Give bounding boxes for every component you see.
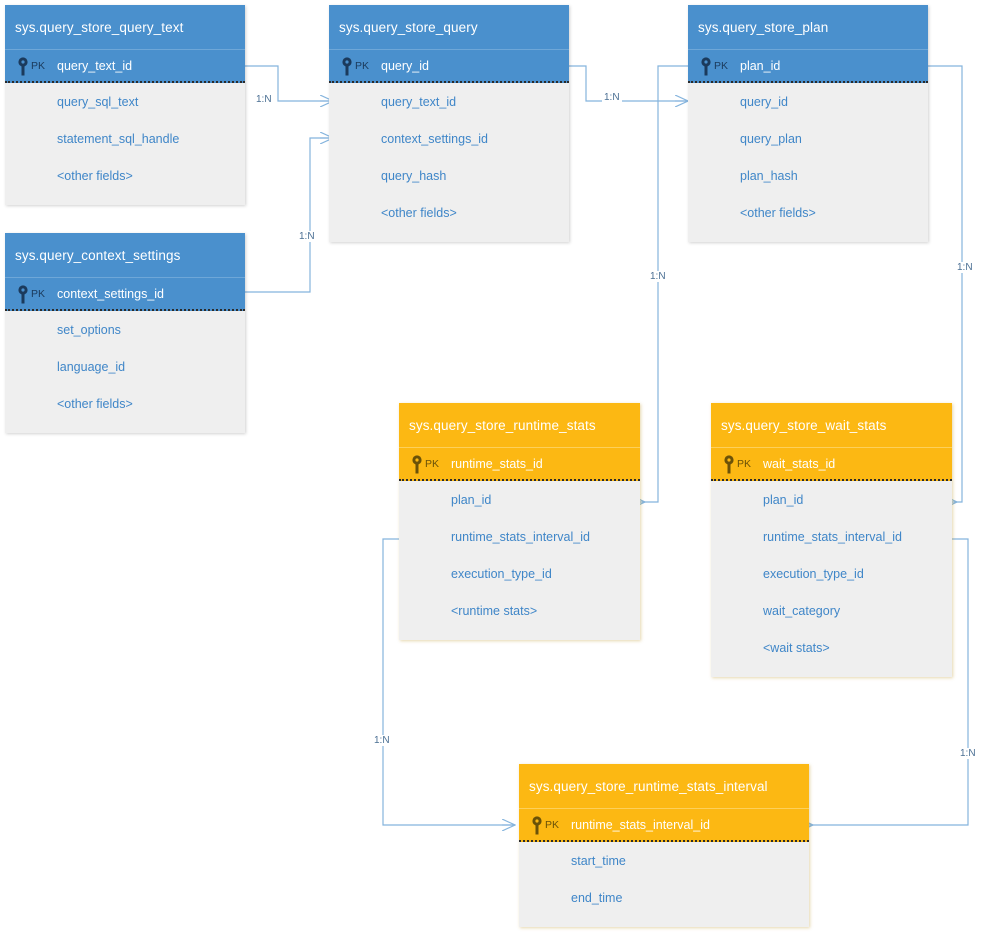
field-row: start_time: [571, 854, 626, 868]
relationship-label-plan-to-wait-stats: 1:N: [955, 262, 975, 273]
entity-title: sys.query_store_plan: [688, 5, 928, 50]
field-row: <other fields>: [57, 397, 133, 411]
relationship-label-settings-to-query: 1:N: [297, 231, 317, 242]
key-icon: [18, 285, 28, 304]
field-row: query_id: [740, 95, 788, 109]
field-row: execution_type_id: [763, 567, 864, 581]
primary-key-row[interactable]: PK runtime_stats_interval_id: [519, 809, 809, 842]
entity-title: sys.query_store_runtime_stats_interval: [519, 764, 809, 809]
pk-badge: PK: [545, 819, 560, 831]
field-row: language_id: [57, 360, 126, 374]
entity-title: sys.query_store_query: [329, 5, 569, 50]
entity-fields: plan_id runtime_stats_interval_id execut…: [711, 481, 952, 677]
key-icon: [342, 57, 352, 76]
entity-title: sys.query_store_runtime_stats: [399, 403, 640, 448]
entity-title: sys.query_store_query_text: [5, 5, 245, 50]
connector-query-to-plan: [569, 65, 688, 101]
pk-badge: PK: [714, 60, 729, 72]
entity-fields: start_time end_time: [519, 842, 809, 927]
pk-field-name: query_id: [381, 59, 429, 73]
pk-badge: PK: [31, 288, 46, 300]
entity-query-store-runtime-stats[interactable]: sys.query_store_runtime_stats PK runtime…: [399, 403, 640, 640]
field-row: query_text_id: [381, 95, 457, 109]
key-icon: [724, 455, 734, 474]
relationship-label-interval-to-wait-stats: 1:N: [958, 748, 978, 759]
primary-key-row[interactable]: PK plan_id: [688, 50, 928, 83]
entity-query-context-settings[interactable]: sys.query_context_settings PK context_se…: [5, 233, 245, 433]
field-row: wait_category: [763, 604, 841, 618]
pk-badge: PK: [31, 60, 46, 72]
field-row: query_hash: [381, 169, 447, 183]
pk-field-name: query_text_id: [57, 59, 133, 73]
pk-badge: PK: [425, 458, 440, 470]
primary-key-row[interactable]: PK query_id: [329, 50, 569, 83]
connector-settings-to-query: [245, 138, 333, 293]
entity-fields: query_id query_plan plan_hash <other fie…: [688, 83, 928, 242]
entity-query-store-runtime-stats-interval[interactable]: sys.query_store_runtime_stats_interval P…: [519, 764, 809, 927]
primary-key-row[interactable]: PK runtime_stats_id: [399, 448, 640, 481]
key-icon: [18, 57, 28, 76]
field-row: <runtime stats>: [451, 604, 538, 618]
primary-key-row[interactable]: PK wait_stats_id: [711, 448, 952, 481]
entity-query-store-wait-stats[interactable]: sys.query_store_wait_stats PK wait_stats…: [711, 403, 952, 677]
entity-fields: query_text_id context_settings_id query_…: [329, 83, 569, 242]
field-row: plan_id: [763, 493, 804, 507]
entity-query-store-query[interactable]: sys.query_store_query PK query_id query_…: [329, 5, 569, 242]
pk-field-name: context_settings_id: [57, 287, 165, 301]
entity-title: sys.query_context_settings: [5, 233, 245, 278]
field-row: <other fields>: [740, 206, 816, 220]
field-row: execution_type_id: [451, 567, 552, 581]
relationship-label-plan-to-runtime-stats: 1:N: [648, 271, 668, 282]
pk-field-name: wait_stats_id: [763, 457, 836, 471]
relationship-label-query-to-plan: 1:N: [602, 92, 622, 103]
entity-fields: set_options language_id <other fields>: [5, 311, 245, 433]
field-row: query_sql_text: [57, 95, 139, 109]
primary-key-row[interactable]: PK context_settings_id: [5, 278, 245, 311]
entity-fields: plan_id runtime_stats_interval_id execut…: [399, 481, 640, 640]
field-row: <other fields>: [57, 169, 133, 183]
pk-field-name: runtime_stats_interval_id: [571, 818, 710, 832]
primary-key-row[interactable]: PK query_text_id: [5, 50, 245, 83]
entity-query-store-plan[interactable]: sys.query_store_plan PK plan_id query_id…: [688, 5, 928, 242]
key-icon: [701, 57, 711, 76]
key-icon: [532, 816, 542, 835]
connector-plan-to-runtime-stats: [645, 65, 688, 502]
field-row: statement_sql_handle: [57, 132, 180, 146]
pk-badge: PK: [737, 458, 752, 470]
relationship-label-text-to-query: 1:N: [254, 94, 274, 105]
entity-fields: query_sql_text statement_sql_handle <oth…: [5, 83, 245, 205]
pk-badge: PK: [355, 60, 370, 72]
field-row: runtime_stats_interval_id: [451, 530, 590, 544]
field-row: plan_id: [451, 493, 492, 507]
field-row: <other fields>: [381, 206, 457, 220]
field-row: plan_hash: [740, 169, 798, 183]
key-icon: [412, 455, 422, 474]
entity-title: sys.query_store_wait_stats: [711, 403, 952, 448]
field-row: set_options: [57, 323, 121, 337]
pk-field-name: runtime_stats_id: [451, 457, 543, 471]
pk-field-name: plan_id: [740, 59, 781, 73]
field-row: context_settings_id: [381, 132, 489, 146]
field-row: runtime_stats_interval_id: [763, 530, 902, 544]
field-row: query_plan: [740, 132, 802, 146]
field-row: end_time: [571, 891, 623, 905]
entity-query-store-query-text[interactable]: sys.query_store_query_text PK query_text…: [5, 5, 245, 205]
relationship-label-interval-to-runtime-stats: 1:N: [372, 735, 392, 746]
field-row: <wait stats>: [763, 641, 830, 655]
